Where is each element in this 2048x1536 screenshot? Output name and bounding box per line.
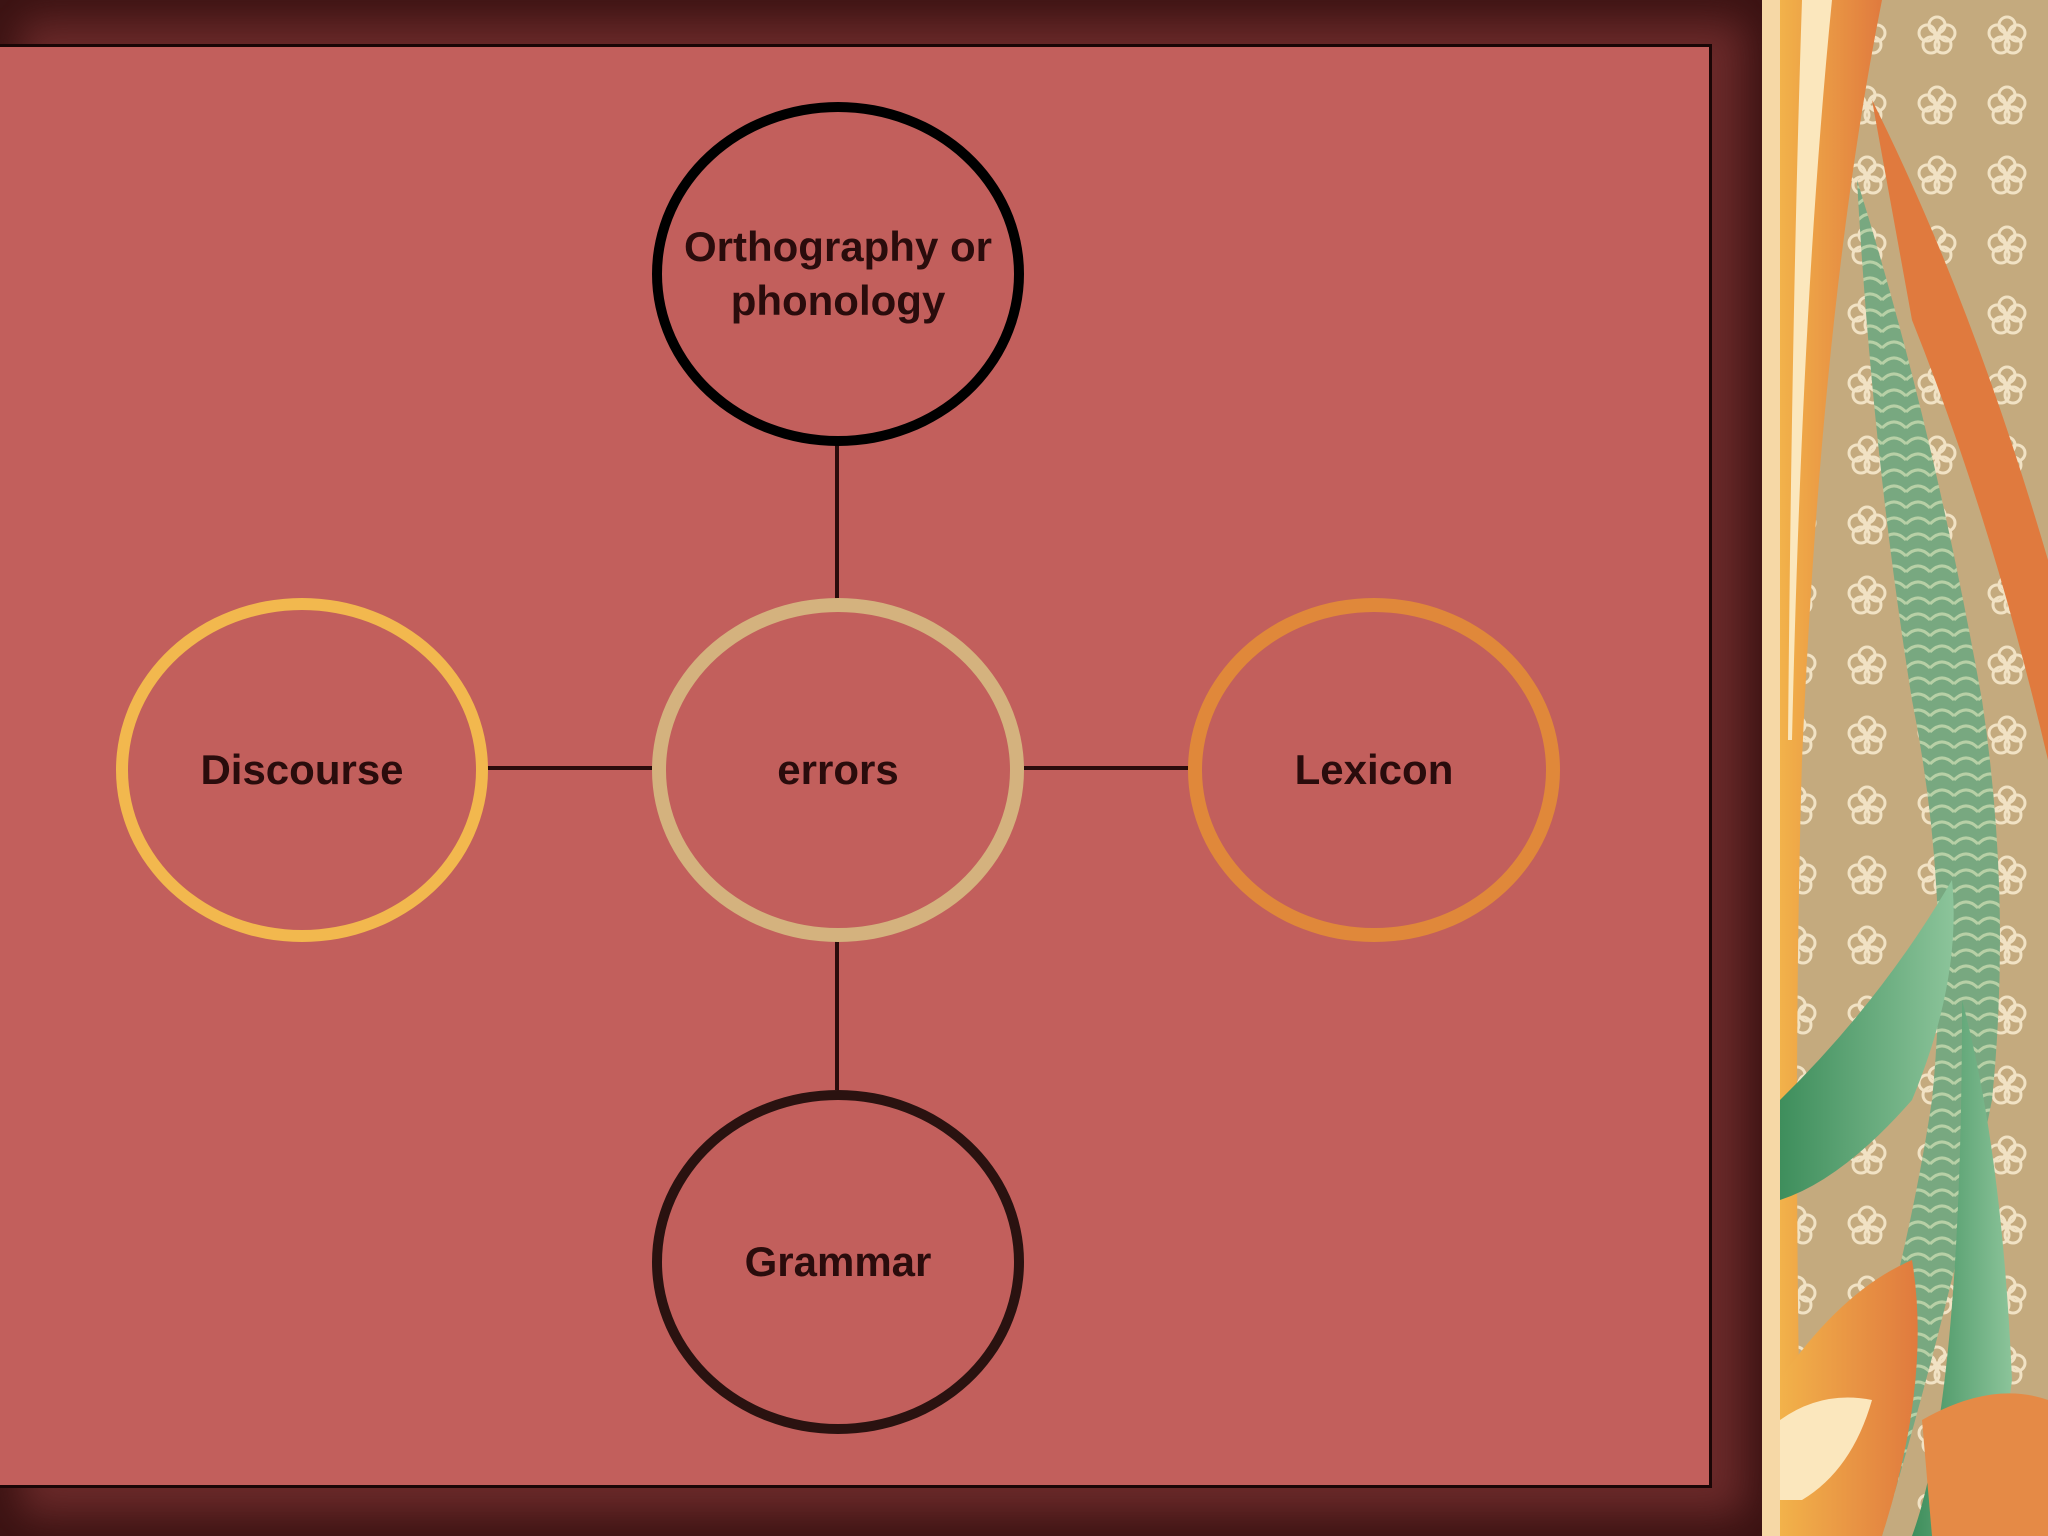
node-left-label: Discourse (200, 746, 404, 793)
node-bottom-label: Grammar (744, 1238, 932, 1285)
slide-canvas: Orthography or phonology errors Discours… (0, 44, 1712, 1488)
node-right-label: Lexicon (1294, 746, 1454, 793)
node-center-label: errors (777, 746, 899, 793)
floral-fabric-drape (1762, 0, 2048, 1536)
node-bottom: Grammar (652, 1090, 1024, 1434)
slide-frame: Orthography or phonology errors Discours… (0, 0, 1765, 1536)
connector-right (1024, 766, 1190, 770)
connector-bottom (835, 940, 839, 1090)
connector-top (835, 445, 839, 602)
connector-left (486, 766, 652, 770)
node-center: errors (652, 598, 1024, 942)
node-top-label: Orthography or phonology (683, 223, 992, 324)
node-left: Discourse (116, 598, 488, 942)
node-right: Lexicon (1188, 598, 1560, 942)
node-top: Orthography or phonology (652, 102, 1024, 446)
